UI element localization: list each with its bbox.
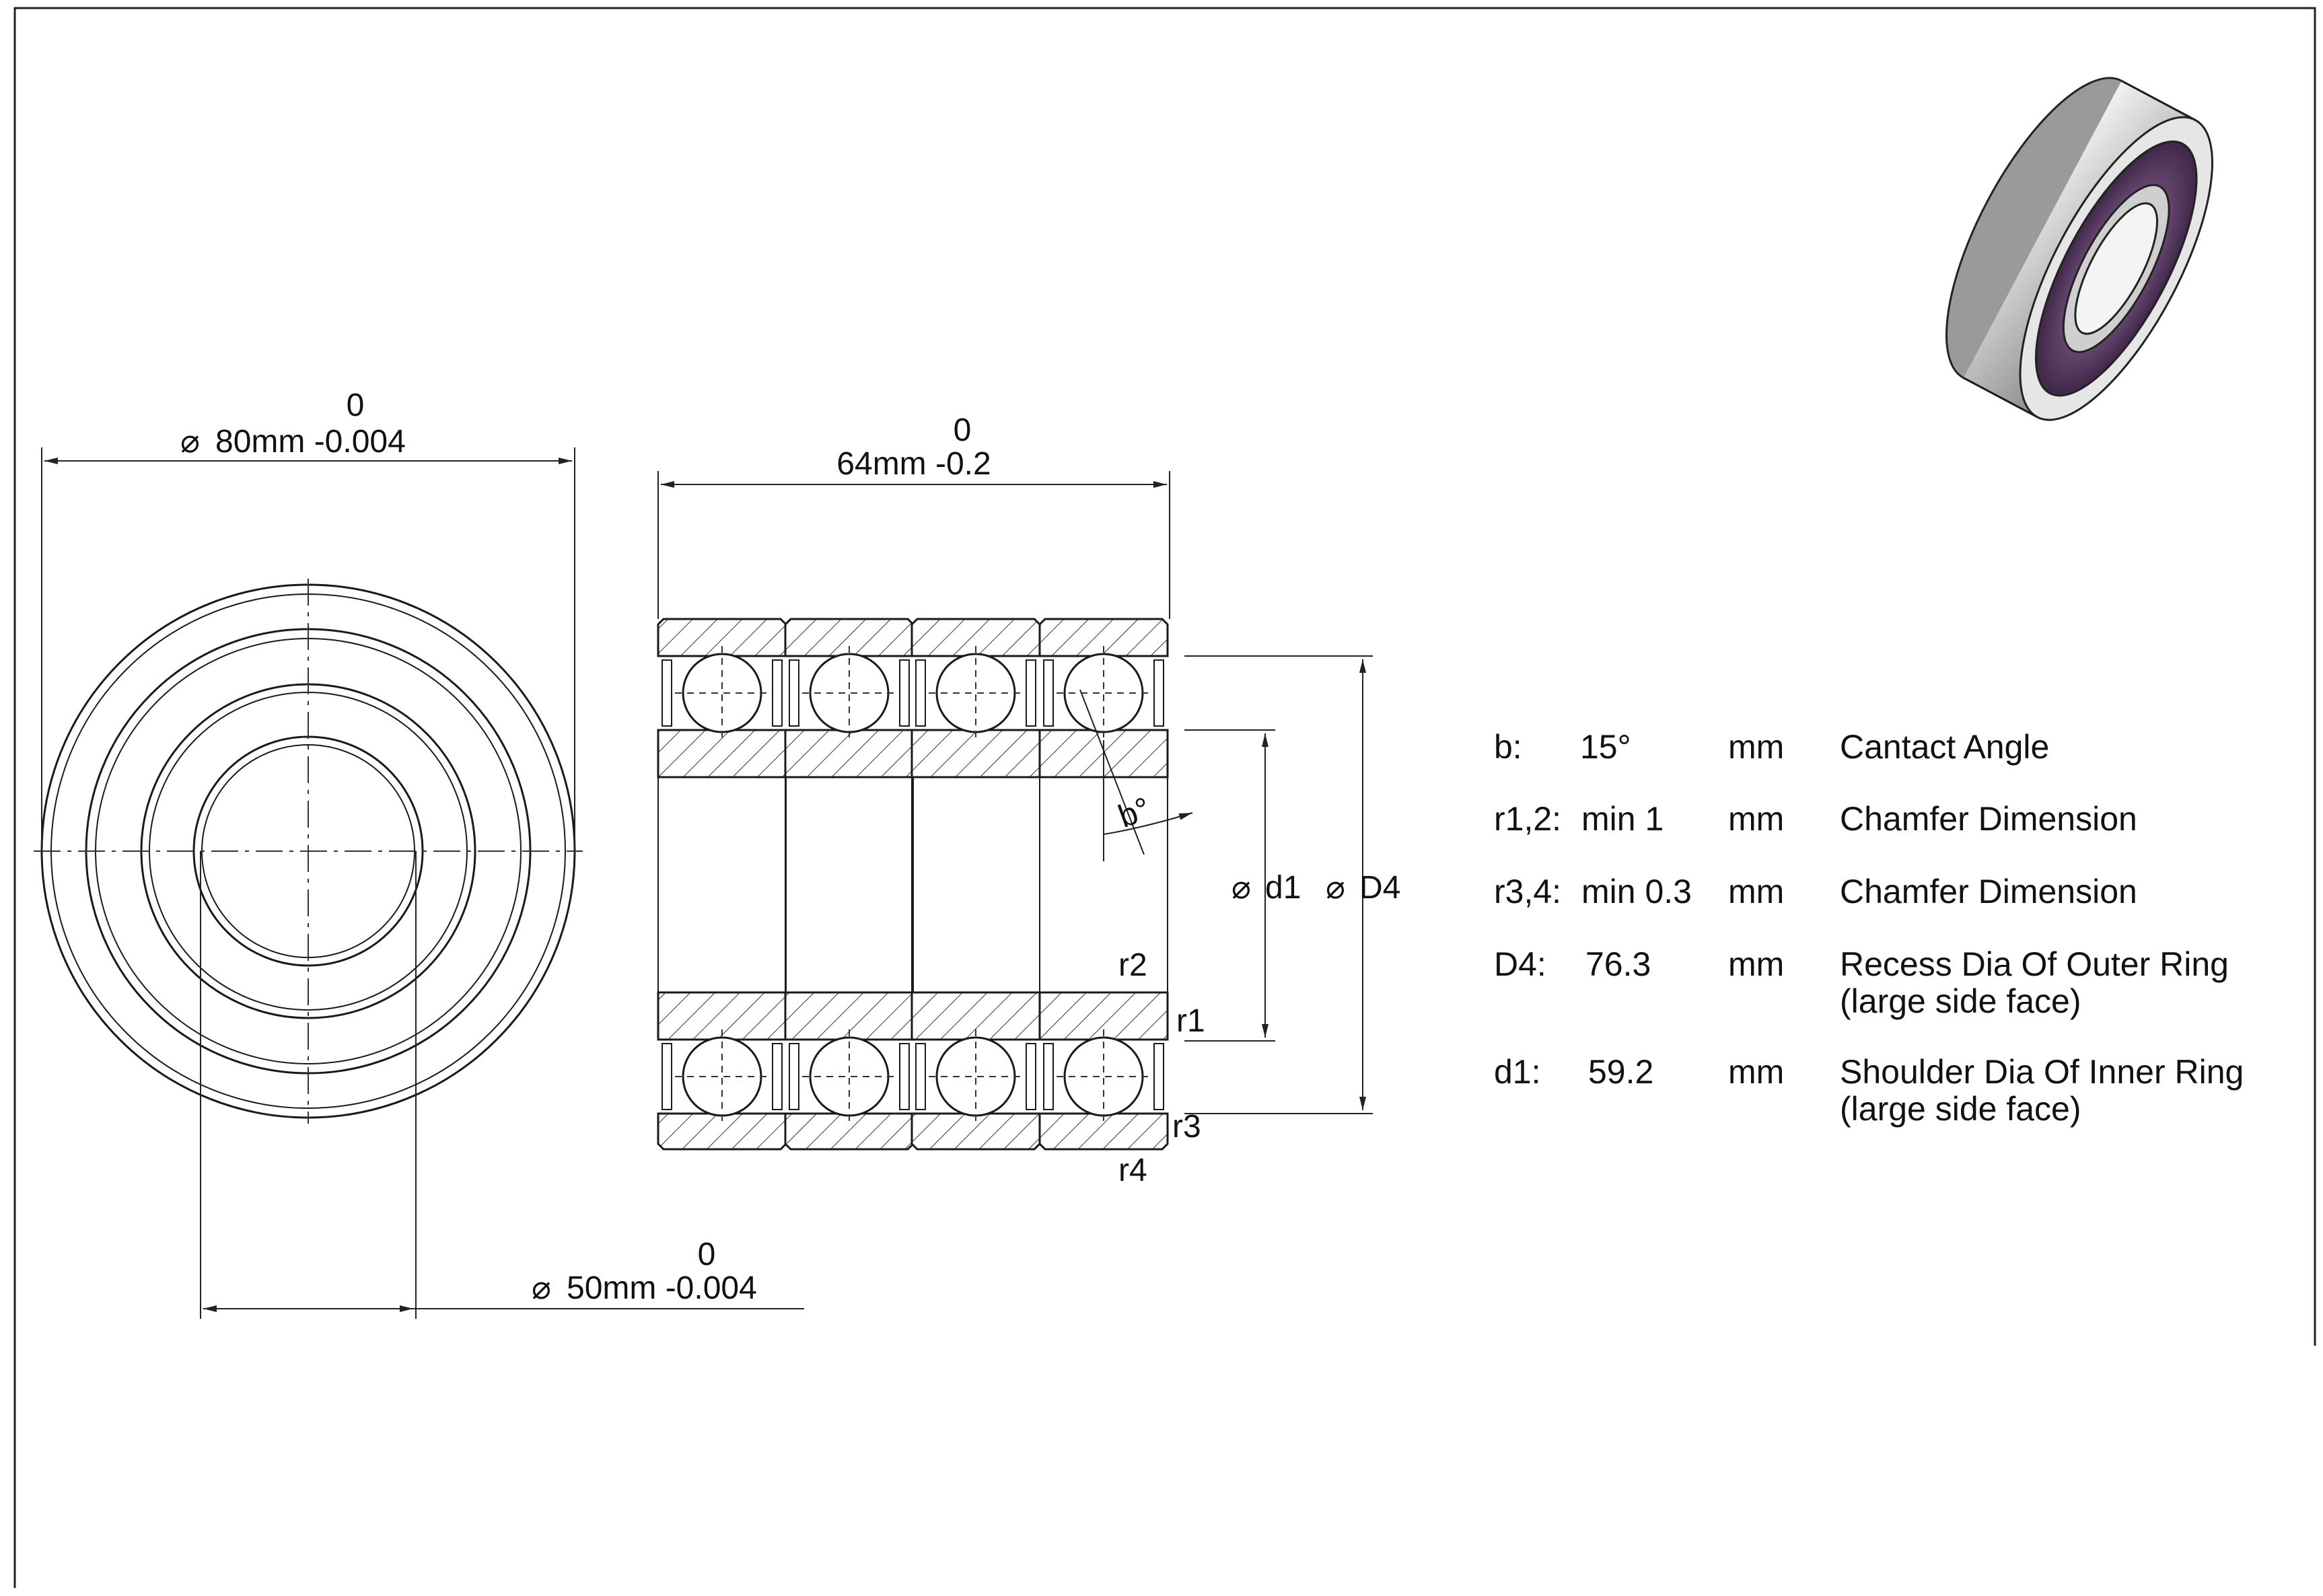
- spec-unit: mm: [1728, 1053, 1784, 1091]
- spec-value: 15°: [1580, 728, 1631, 766]
- chamfer-r2-label: r2: [1118, 947, 1147, 983]
- seal-left: [915, 659, 926, 727]
- diameter-symbol-bore: ⌀: [532, 1270, 551, 1306]
- seal-right: [899, 1043, 910, 1110]
- diameter-symbol-d1: ⌀: [1231, 870, 1251, 906]
- seal-right: [772, 659, 783, 727]
- D4-label: D4: [1359, 870, 1400, 906]
- spec-value: 59.2: [1588, 1053, 1653, 1091]
- spec-row: r3,4: min 0.3 mm Chamfer Dimension: [1494, 873, 2137, 910]
- seal-right: [1153, 1043, 1164, 1110]
- spec-description-note: (large side face): [1840, 1090, 2081, 1128]
- seal-right: [1026, 659, 1036, 727]
- spec-unit: mm: [1728, 945, 1784, 983]
- spec-table: b: 15° mm Cantact Angle r1,2: min 1 mm C…: [1494, 728, 2244, 1128]
- spec-description: Recess Dia Of Outer Ring: [1840, 945, 2229, 983]
- spec-description: Chamfer Dimension: [1840, 873, 2137, 910]
- chamfer-r3-label: r3: [1172, 1109, 1201, 1145]
- seal-right: [1153, 659, 1164, 727]
- spec-symbol: d1:: [1494, 1053, 1541, 1091]
- drawing-frame: [13, 7, 2316, 1588]
- front-view: 0 ⌀ 80mm -0.004 0 ⌀ 50mm -0.004: [34, 388, 804, 1319]
- spec-value: 76.3: [1585, 945, 1651, 983]
- width-label: 64mm -0.2: [836, 446, 991, 482]
- spec-symbol: b:: [1494, 728, 1522, 766]
- seal-left: [1043, 1043, 1054, 1110]
- outer-ring-section: [1038, 618, 1169, 657]
- spec-description: Chamfer Dimension: [1840, 800, 2137, 838]
- spec-symbol: D4:: [1494, 945, 1546, 983]
- spec-value: min 1: [1581, 800, 1664, 838]
- contact-angle-label: b°: [1114, 791, 1155, 834]
- spec-symbol: r1,2:: [1494, 800, 1561, 838]
- spec-description: Shoulder Dia Of Inner Ring: [1840, 1053, 2244, 1091]
- spec-row: D4: 76.3 mm Recess Dia Of Outer Ring (la…: [1494, 945, 2229, 1020]
- spec-unit: mm: [1728, 873, 1784, 910]
- seal-right: [1026, 1043, 1036, 1110]
- section-view: 0 64mm -0.2 ⌀ d1 ⌀ D4 b° r2 r1 r3 r4: [657, 412, 1400, 1188]
- spec-description: Cantact Angle: [1840, 728, 2049, 766]
- contact-angle-arc: [1103, 812, 1193, 835]
- seal-left: [662, 1043, 672, 1110]
- spec-unit: mm: [1728, 728, 1784, 766]
- chamfer-r1-label: r1: [1176, 1003, 1205, 1039]
- spec-description-note: (large side face): [1840, 982, 2081, 1020]
- spec-row: d1: 59.2 mm Shoulder Dia Of Inner Ring (…: [1494, 1053, 2244, 1128]
- spec-row: r1,2: min 1 mm Chamfer Dimension: [1494, 800, 2137, 838]
- spec-row: b: 15° mm Cantact Angle: [1494, 728, 2049, 766]
- bearing-rows: [657, 618, 1169, 1151]
- d1-label: d1: [1265, 870, 1301, 906]
- spec-symbol: r3,4:: [1494, 873, 1561, 910]
- seal-left: [789, 1043, 799, 1110]
- seal-right: [772, 1043, 783, 1110]
- outer-ring-section: [1038, 1112, 1169, 1151]
- width-upper-tol: 0: [954, 412, 972, 448]
- chamfer-r4-label: r4: [1118, 1153, 1147, 1188]
- seal-left: [789, 659, 799, 727]
- diameter-symbol-D4: ⌀: [1326, 870, 1345, 906]
- outer-dia-upper-tol: 0: [347, 388, 365, 423]
- spec-unit: mm: [1728, 800, 1784, 838]
- inner-ring-section: [1038, 991, 1169, 1041]
- seal-left: [662, 659, 672, 727]
- outer-diameter-label: 80mm -0.004: [215, 424, 406, 460]
- spec-value: min 0.3: [1581, 873, 1692, 910]
- contact-angle-line: [1079, 689, 1145, 855]
- bearing-3d-image: [1945, 77, 2213, 421]
- bearing-3d-bore: [2074, 202, 2159, 335]
- bore-dia-upper-tol: 0: [698, 1237, 716, 1272]
- seal-left: [915, 1043, 926, 1110]
- bore-diameter-label: 50mm -0.004: [567, 1270, 757, 1306]
- diameter-symbol-od: ⌀: [180, 424, 200, 460]
- seal-right: [899, 659, 910, 727]
- seal-left: [1043, 659, 1054, 727]
